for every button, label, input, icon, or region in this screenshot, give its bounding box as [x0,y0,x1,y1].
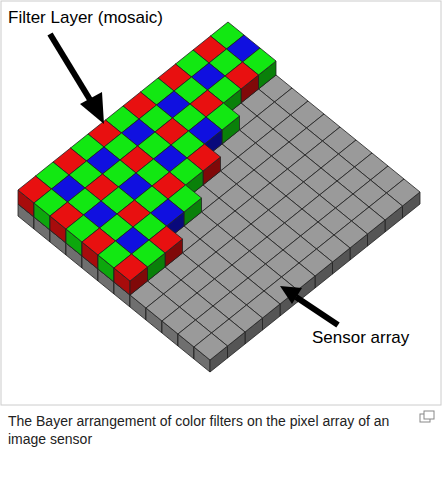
enlarge-icon [420,411,434,422]
callout-label: Filter Layer (mosaic) [8,8,163,28]
figure-frame [1,1,441,405]
filter-leader-arrow [50,34,104,124]
sensor-leader-arrow [280,286,338,325]
callout-label: Sensor array [312,328,409,348]
figure-caption: The Bayer arrangement of color filters o… [8,412,408,448]
cube-grid [18,22,420,372]
